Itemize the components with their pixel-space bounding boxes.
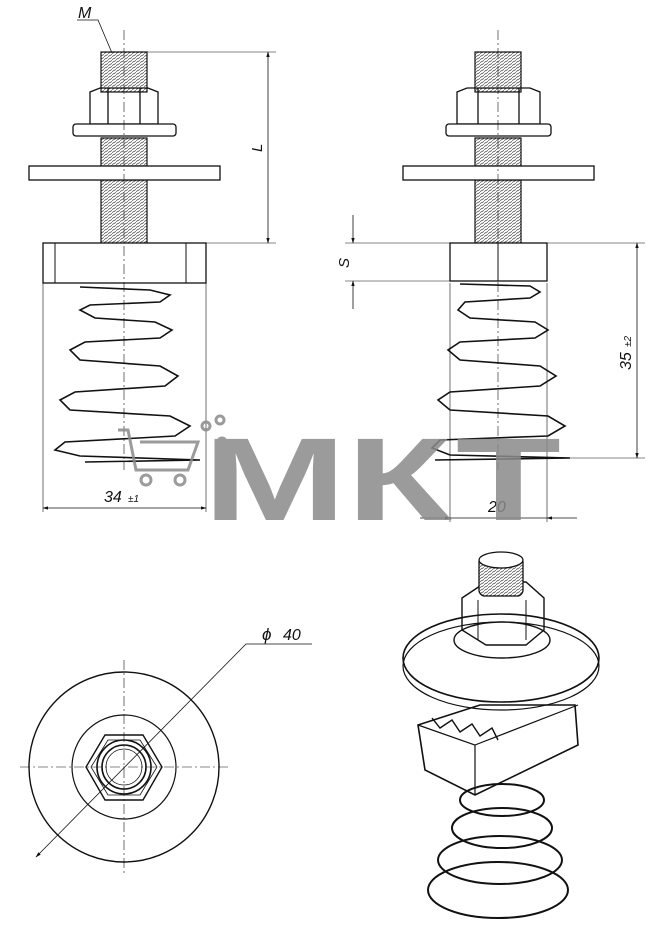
washer	[28, 165, 221, 181]
label-width-tolerance: ±1	[128, 494, 139, 505]
label-width-value: 34	[104, 489, 122, 506]
label-height-tolerance: ±2	[623, 336, 634, 347]
front-view-left: L M 34 ±1	[28, 5, 276, 512]
label-thread: M	[78, 5, 92, 22]
front-view-right: S 35 ±2 20	[336, 30, 645, 522]
cart-icon	[118, 414, 228, 487]
nut-flange	[72, 123, 177, 137]
isometric-view	[402, 551, 600, 919]
label-offset: 20	[487, 499, 506, 516]
label-diameter: 40	[283, 627, 301, 644]
label-length: L	[249, 144, 266, 152]
watermark: МКТ	[118, 414, 561, 546]
label-height-value: 35	[618, 352, 635, 370]
watermark-text: МКТ	[203, 414, 561, 546]
label-gap: S	[336, 258, 353, 268]
channel-nut	[42, 242, 207, 284]
spring	[53, 286, 201, 463]
label-diameter-symbol: ϕ	[262, 625, 271, 644]
top-view: ϕ 40	[20, 625, 312, 874]
